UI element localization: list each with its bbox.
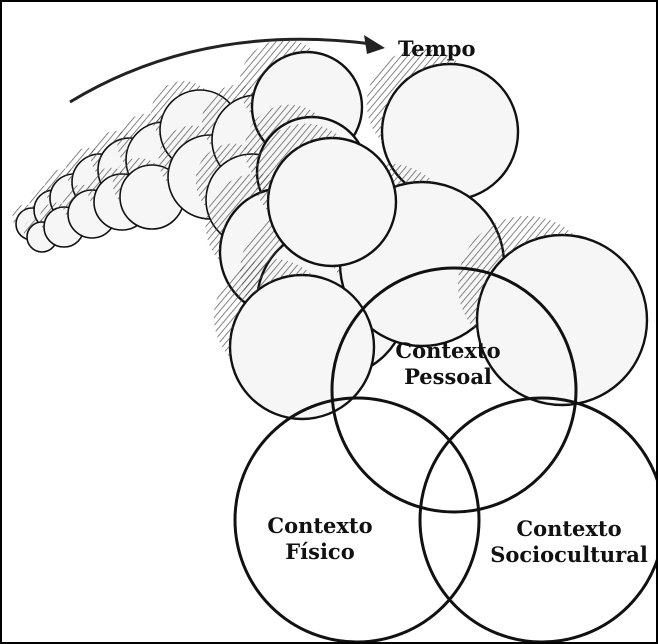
sociocultural-context-line-2: Sociocultural	[486, 542, 652, 568]
personal-context-line-2: Pessoal	[388, 364, 508, 390]
time-label: Tempo	[398, 36, 476, 62]
trail-sphere	[268, 138, 396, 266]
personal-context-label: Contexto Pessoal	[388, 338, 508, 390]
physical-context-line-2: Físico	[260, 539, 380, 565]
physical-context-label: Contexto Físico	[260, 513, 380, 565]
personal-context-line-1: Contexto	[388, 338, 508, 364]
sphere-trail	[12, 40, 647, 419]
sociocultural-context-label: Contexto Sociocultural	[486, 516, 652, 568]
physical-context-line-1: Contexto	[260, 513, 380, 539]
sociocultural-context-line-1: Contexto	[486, 516, 652, 542]
